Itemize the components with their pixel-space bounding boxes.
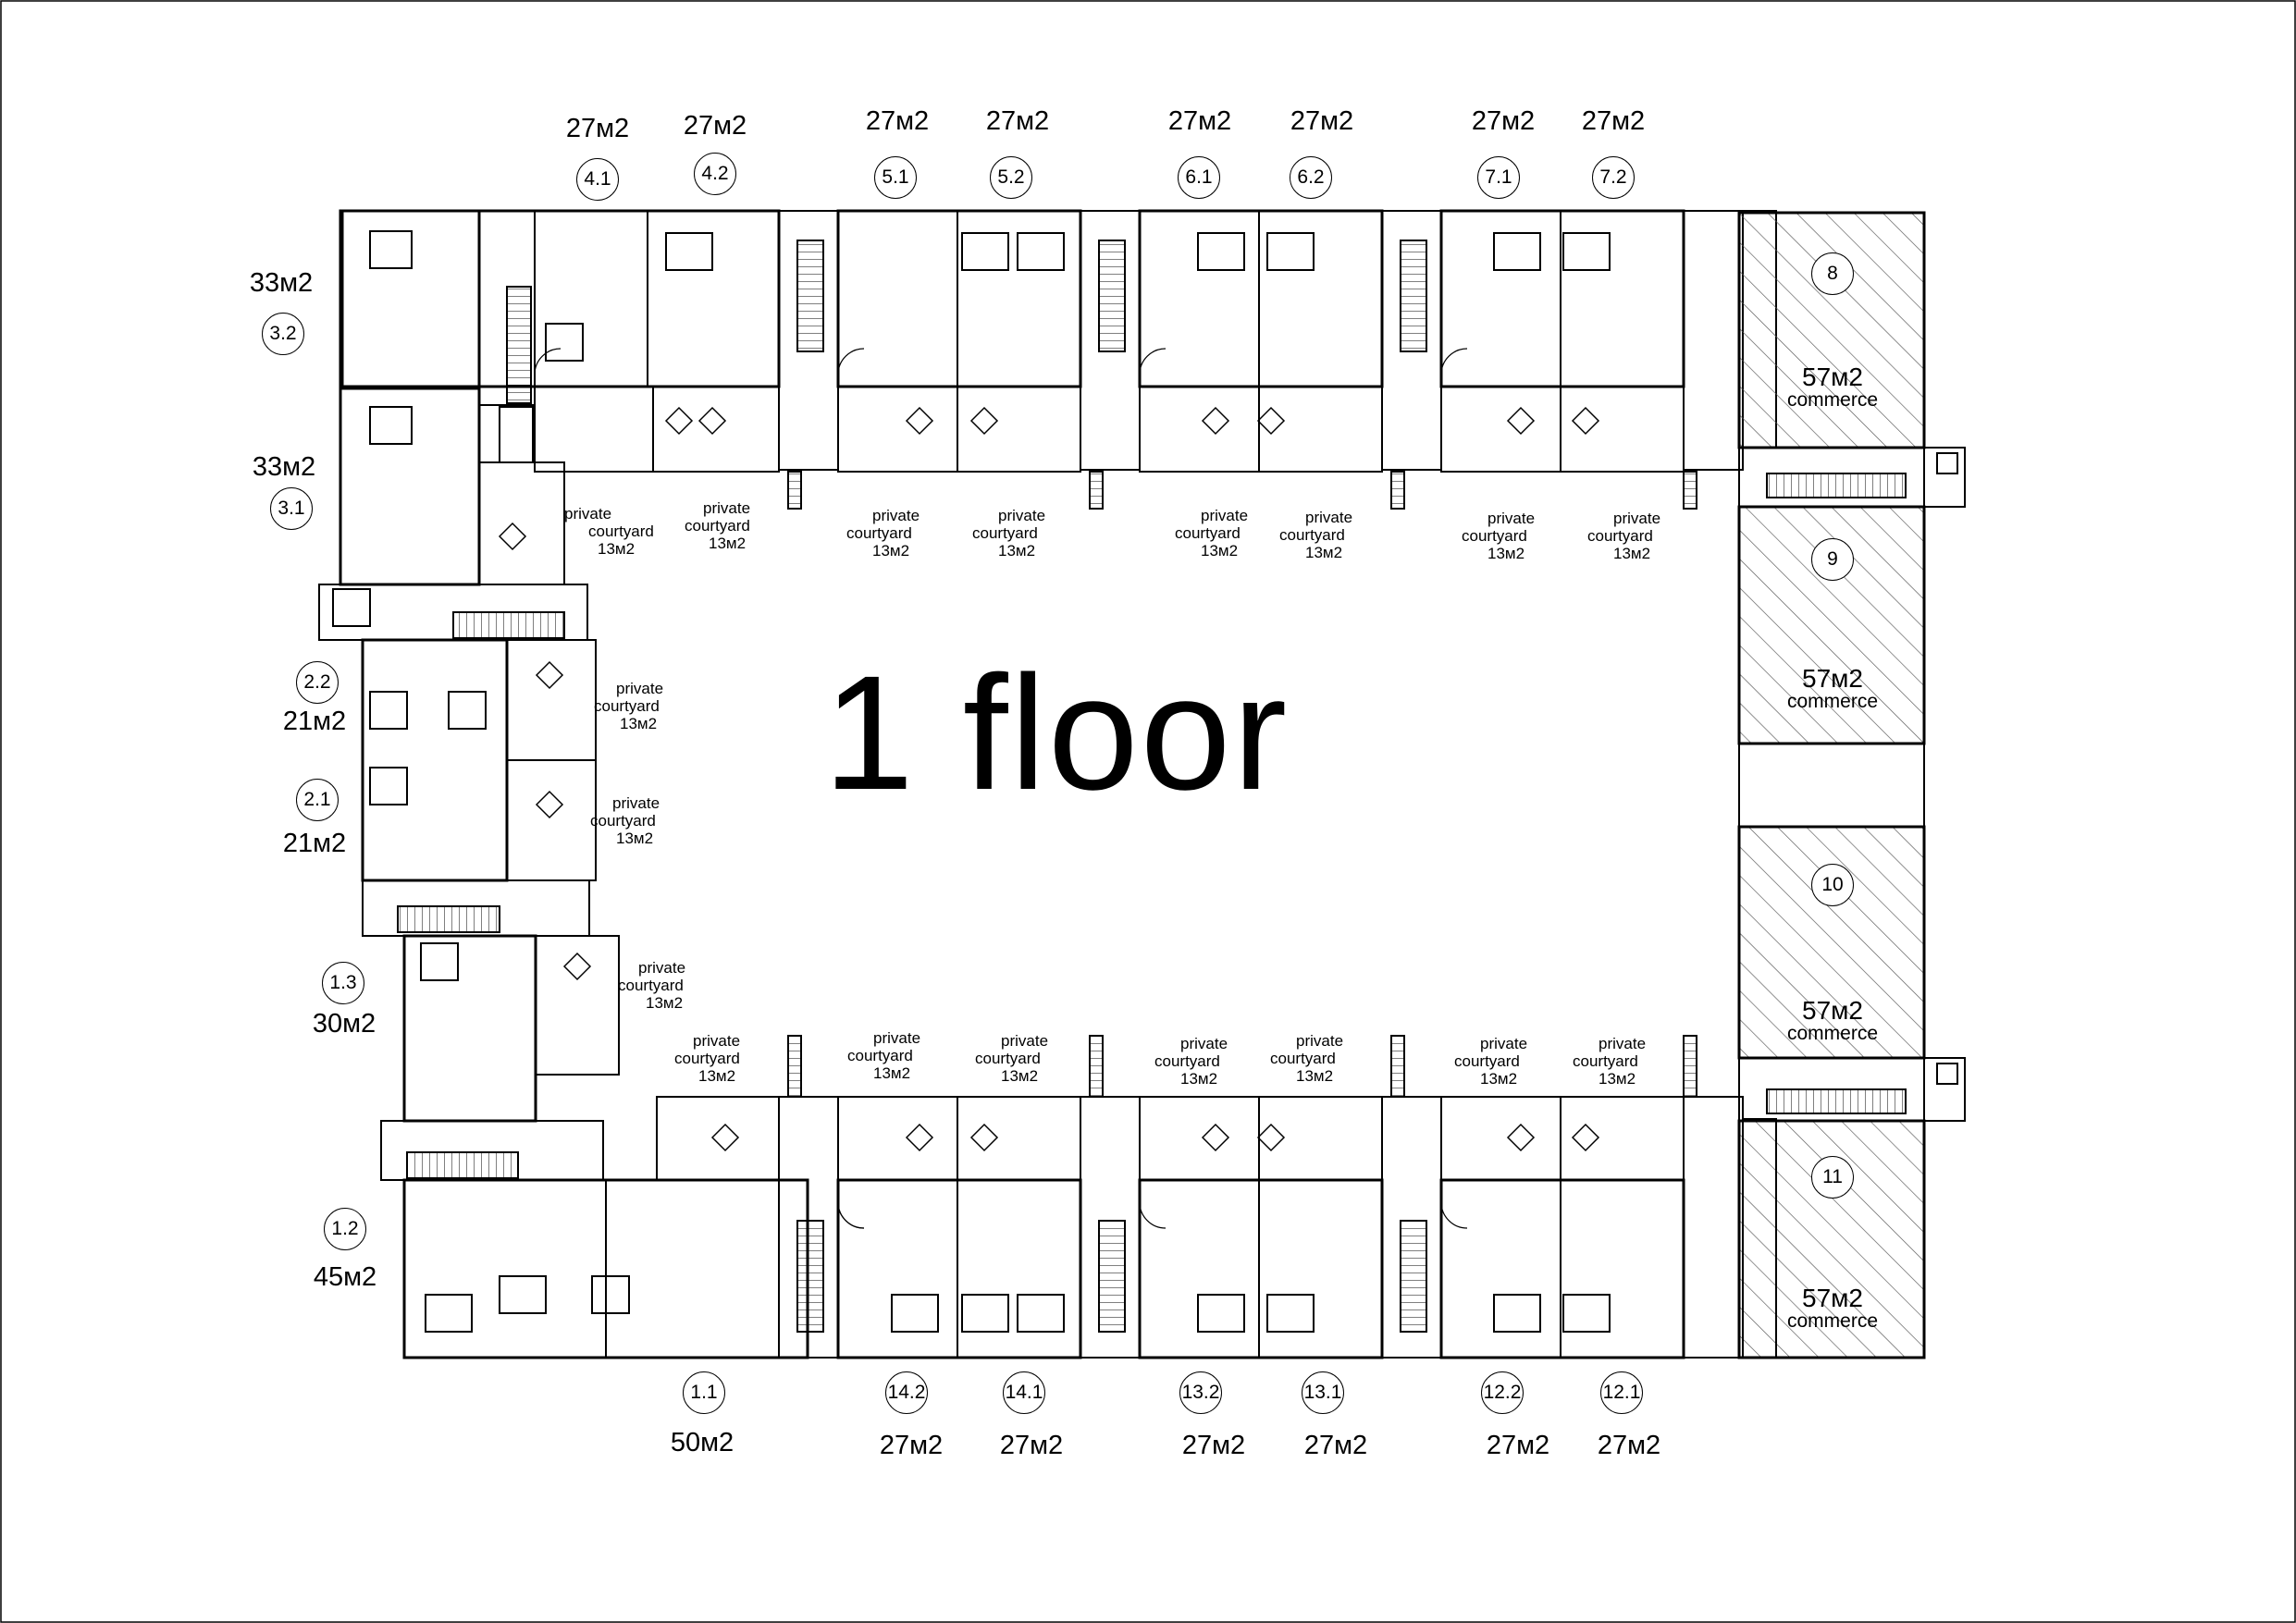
unit-number-badge: 2.1 bbox=[296, 779, 339, 821]
commerce-unit: 57м2 commerce bbox=[1787, 1285, 1878, 1332]
unit-area: 27м2 bbox=[999, 1431, 1064, 1460]
commerce-area: 57м2 bbox=[1802, 363, 1863, 391]
courtyard-label: private courtyard 13м2 bbox=[1154, 1035, 1228, 1088]
commerce-unit: 57м2 commerce bbox=[1787, 666, 1878, 712]
unit-number-badge: 5.2 bbox=[990, 156, 1032, 199]
unit-number-badge: 7.1 bbox=[1477, 156, 1520, 199]
commerce-unit: 57м2 commerce bbox=[1787, 998, 1878, 1044]
commerce-area: 57м2 bbox=[1802, 1284, 1863, 1312]
unit-number-badge: 6.2 bbox=[1290, 156, 1332, 199]
unit-area: 27м2 bbox=[565, 114, 630, 143]
commerce-number-badge: 10 bbox=[1811, 864, 1854, 906]
commerce-number-badge: 9 bbox=[1811, 538, 1854, 581]
courtyard-label: private courtyard 13м2 bbox=[594, 680, 664, 732]
commerce-label: commerce bbox=[1786, 1310, 1879, 1332]
courtyard-label: private courtyard 13м2 bbox=[564, 505, 654, 558]
unit-area: 27м2 bbox=[1303, 1431, 1368, 1460]
unit-number-badge: 3.2 bbox=[262, 313, 304, 355]
unit-number-badge: 13.2 bbox=[1179, 1371, 1222, 1414]
courtyard-label: private courtyard 13м2 bbox=[674, 1032, 741, 1085]
unit-area: 21м2 bbox=[282, 707, 347, 736]
unit-number-badge: 1.1 bbox=[683, 1371, 725, 1414]
commerce-area: 57м2 bbox=[1802, 996, 1863, 1025]
unit-area: 21м2 bbox=[282, 829, 347, 858]
commerce-area: 57м2 bbox=[1802, 664, 1863, 693]
courtyard-label: private courtyard 13м2 bbox=[847, 1029, 921, 1082]
unit-area: 27м2 bbox=[1290, 106, 1354, 136]
unit-number-badge: 14.2 bbox=[885, 1371, 928, 1414]
unit-number-badge: 7.2 bbox=[1592, 156, 1635, 199]
unit-number-badge: 13.1 bbox=[1302, 1371, 1344, 1414]
courtyard-label: private courtyard 13м2 bbox=[975, 1032, 1049, 1085]
courtyard-label: private courtyard 13м2 bbox=[685, 499, 751, 552]
commerce-number-badge: 11 bbox=[1811, 1156, 1854, 1199]
unit-area: 50м2 bbox=[670, 1428, 734, 1457]
unit-number-badge: 1.3 bbox=[322, 962, 364, 1004]
unit-number-badge: 5.1 bbox=[874, 156, 917, 199]
courtyard-label: private courtyard 13м2 bbox=[1279, 509, 1353, 561]
floor-title: 1 floor bbox=[823, 643, 1290, 824]
unit-area: 45м2 bbox=[313, 1262, 377, 1292]
courtyard-label: private courtyard 13м2 bbox=[1573, 1035, 1647, 1088]
unit-number-badge: 1.2 bbox=[324, 1208, 366, 1250]
courtyard-label: private courtyard 13м2 bbox=[1454, 1035, 1528, 1088]
unit-area: 27м2 bbox=[683, 111, 747, 141]
unit-area: 27м2 bbox=[1471, 106, 1536, 136]
unit-area: 27м2 bbox=[1581, 106, 1646, 136]
commerce-label: commerce bbox=[1786, 691, 1879, 712]
unit-area: 33м2 bbox=[249, 268, 314, 298]
commerce-unit: 57м2 commerce bbox=[1787, 364, 1878, 411]
courtyard-label: private courtyard 13м2 bbox=[1462, 510, 1536, 562]
courtyard-label: private courtyard 13м2 bbox=[1175, 507, 1249, 559]
courtyard-label: private courtyard 13м2 bbox=[618, 959, 686, 1012]
unit-area: 27м2 bbox=[1167, 106, 1232, 136]
unit-number-badge: 14.1 bbox=[1003, 1371, 1045, 1414]
courtyard-label: private courtyard 13м2 bbox=[972, 507, 1046, 559]
unit-number-badge: 4.1 bbox=[576, 158, 619, 201]
unit-area: 33м2 bbox=[252, 452, 316, 482]
unit-area: 27м2 bbox=[879, 1431, 944, 1460]
unit-number-badge: 2.2 bbox=[296, 661, 339, 704]
commerce-label: commerce bbox=[1786, 1023, 1879, 1044]
unit-area: 27м2 bbox=[865, 106, 930, 136]
commerce-number-badge: 8 bbox=[1811, 252, 1854, 295]
unit-area: 27м2 bbox=[985, 106, 1050, 136]
unit-number-badge: 3.1 bbox=[270, 487, 313, 530]
courtyard-label: private courtyard 13м2 bbox=[1270, 1032, 1344, 1085]
unit-number-badge: 12.2 bbox=[1481, 1371, 1524, 1414]
commerce-label: commerce bbox=[1786, 389, 1879, 411]
unit-area: 27м2 bbox=[1181, 1431, 1246, 1460]
unit-number-badge: 12.1 bbox=[1600, 1371, 1643, 1414]
courtyard-label: private courtyard 13м2 bbox=[1587, 510, 1661, 562]
unit-area: 27м2 bbox=[1597, 1431, 1661, 1460]
unit-number-badge: 6.1 bbox=[1178, 156, 1220, 199]
courtyard-label: private courtyard 13м2 bbox=[846, 507, 920, 559]
unit-number-badge: 4.2 bbox=[694, 153, 736, 195]
unit-area: 27м2 bbox=[1486, 1431, 1550, 1460]
courtyard-label: private courtyard 13м2 bbox=[590, 794, 660, 847]
unit-area: 30м2 bbox=[312, 1009, 376, 1039]
